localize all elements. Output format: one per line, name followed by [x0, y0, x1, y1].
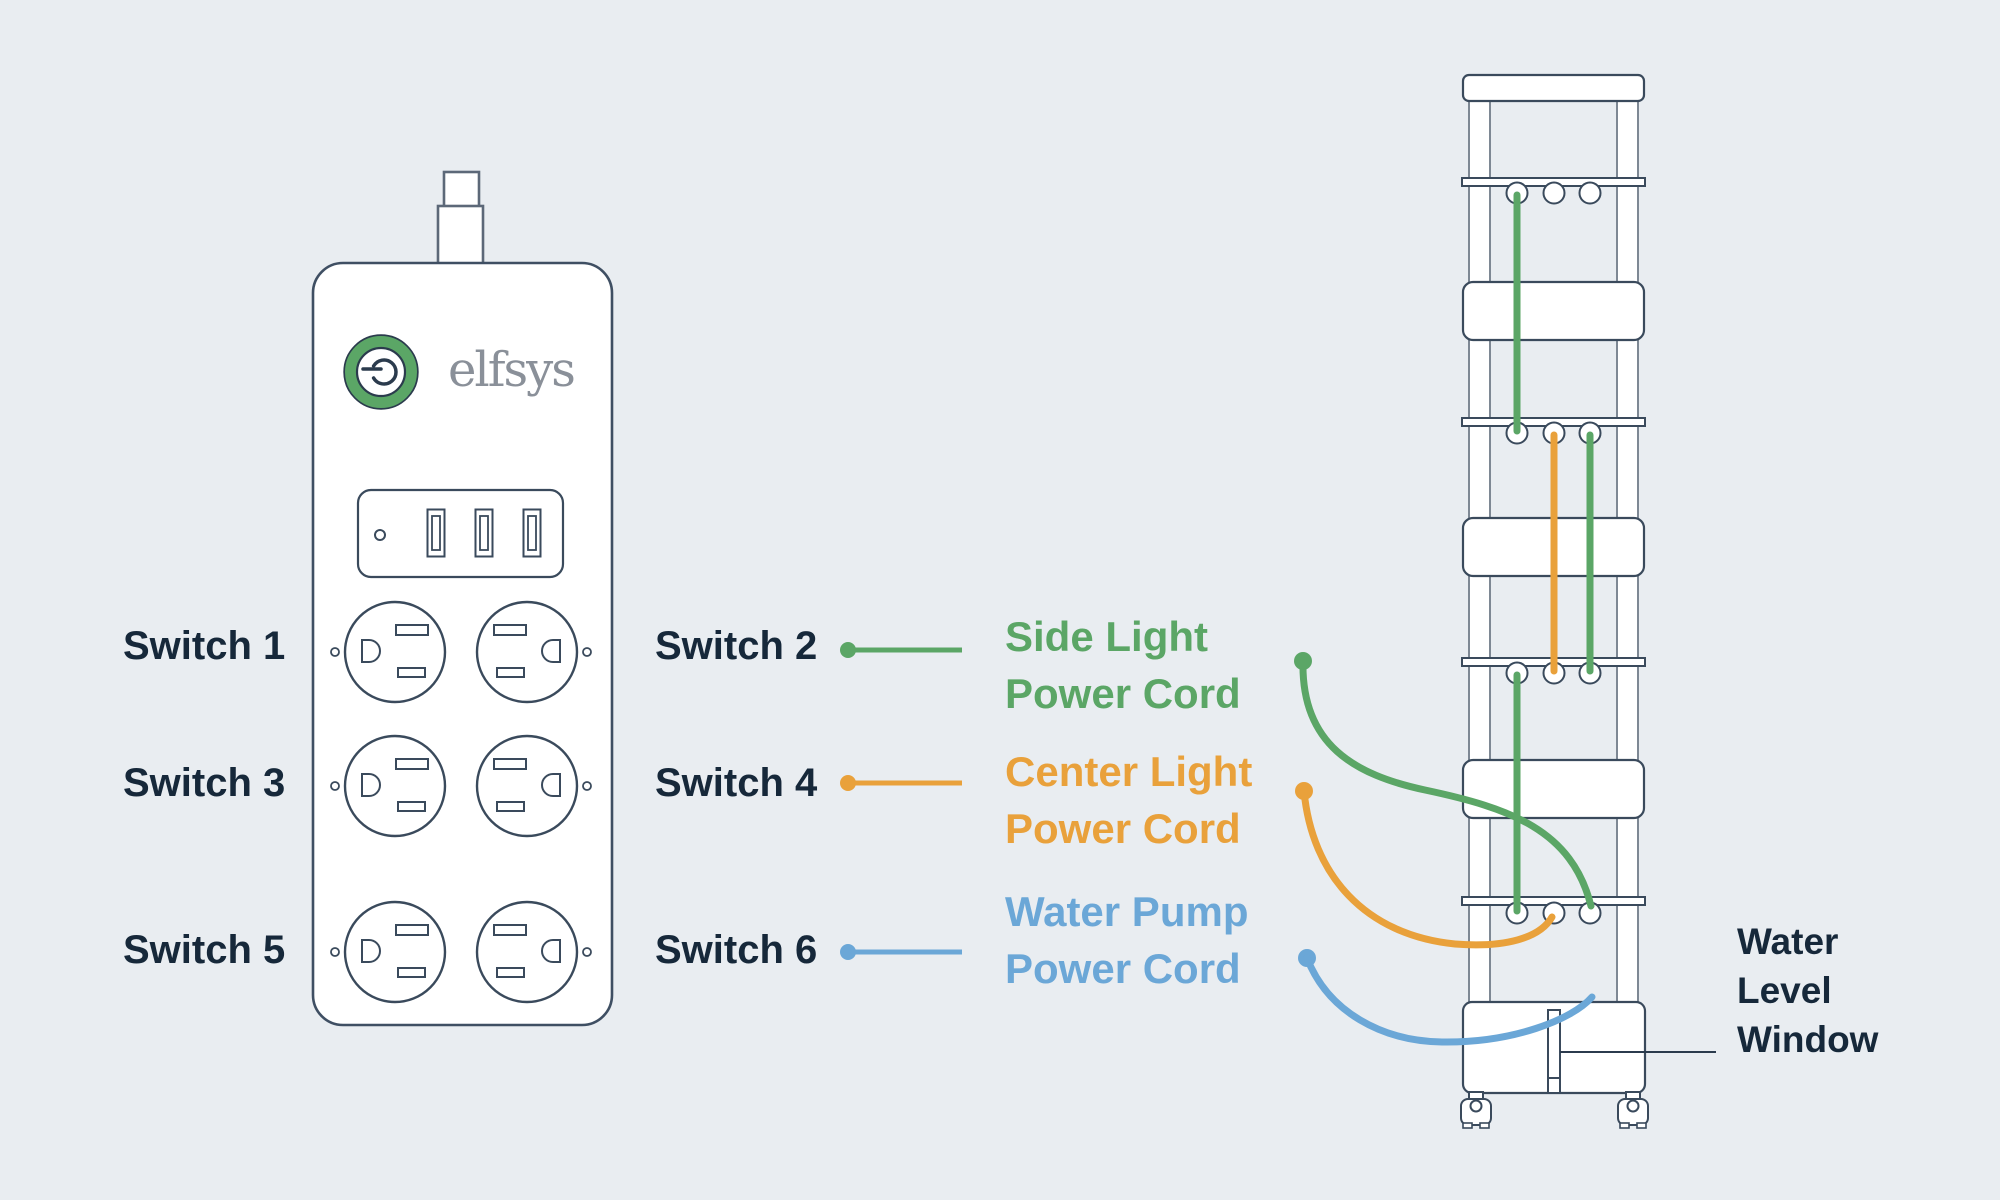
switch-5-label: Switch 5 [123, 928, 286, 972]
switch-2-callout [840, 642, 962, 658]
caster-wheel [1617, 1091, 1649, 1129]
garden-tower [1460, 73, 1649, 1129]
cord-label-line: Power Cord [1005, 670, 1241, 717]
usb-port-icon [426, 508, 446, 558]
center-light-power-cord [1295, 782, 1556, 949]
cord-label-line: Water Pump [1005, 888, 1249, 935]
brand-logo-text: elfsys [448, 342, 576, 398]
switch-3-label: Switch 3 [123, 761, 286, 805]
switch-6-callout [840, 944, 962, 960]
power-cords [1294, 652, 1596, 1046]
outlet-switch-4 [475, 734, 579, 838]
outlet-switch-6 [475, 900, 579, 1004]
switch-6-label: Switch 6 [655, 928, 818, 972]
tower-internal-cords [1513, 191, 1594, 915]
power-cord-plug [436, 170, 485, 267]
cord-label-line: Center Light [1005, 748, 1253, 795]
usb-led-indicator [374, 529, 386, 541]
center-light-cord-label: Center Light Power Cord [1005, 743, 1252, 857]
outlet-switch-5 [343, 900, 447, 1004]
usb-panel [356, 488, 565, 579]
switch-4-label: Switch 4 [655, 761, 818, 805]
water-level-label-line: Water [1737, 921, 1839, 962]
usb-port-icon [474, 508, 494, 558]
power-button-icon [343, 334, 419, 410]
usb-port-icon [522, 508, 542, 558]
tower-top-cap [1461, 73, 1646, 103]
cord-label-line: Side Light [1005, 613, 1208, 660]
water-tank [1461, 1000, 1647, 1095]
power-strip [311, 170, 614, 1027]
side-light-cord-label: Side Light Power Cord [1005, 608, 1241, 722]
switch-callouts [840, 642, 962, 960]
water-pump-power-cord [1298, 949, 1596, 1046]
cord-label-line: Power Cord [1005, 945, 1241, 992]
outlet-switch-2 [475, 600, 579, 704]
water-level-label-line: Level [1737, 970, 1832, 1011]
cord-label-line: Power Cord [1005, 805, 1241, 852]
tower-planter-blocks [1461, 280, 1646, 820]
water-pump-cord-label: Water Pump Power Cord [1005, 883, 1248, 997]
outlet-switch-3 [343, 734, 447, 838]
switch-4-callout [840, 775, 962, 791]
caster-wheel [1460, 1091, 1492, 1129]
outlet-screw-dots [330, 647, 592, 957]
switch-2-label: Switch 2 [655, 624, 818, 668]
water-level-label-line: Window [1737, 1019, 1879, 1060]
switch-1-label: Switch 1 [123, 624, 286, 668]
outlet-switch-1 [343, 600, 447, 704]
water-level-window-label: Water Level Window [1737, 917, 1878, 1064]
side-light-power-cord [1294, 652, 1595, 910]
